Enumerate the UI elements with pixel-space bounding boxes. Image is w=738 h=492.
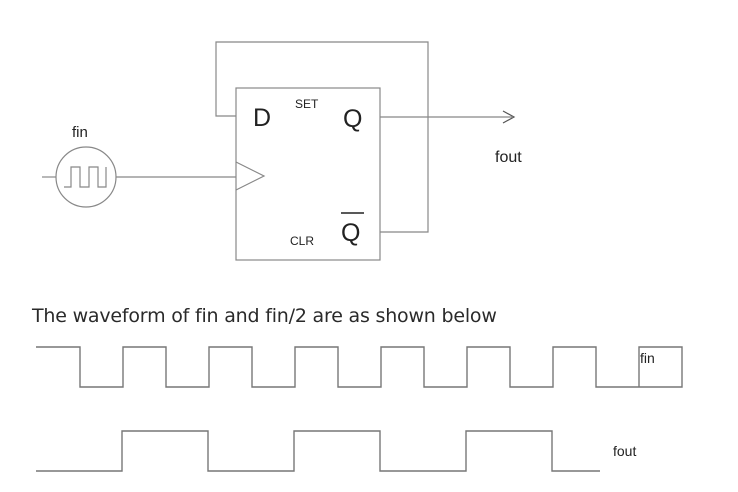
- flip-flop-box: [235, 87, 381, 261]
- fout-wave-label: fout: [613, 443, 636, 459]
- fin-wave-label: fin: [640, 350, 655, 366]
- clr-label: CLR: [290, 234, 314, 248]
- q-label: Q: [343, 105, 362, 133]
- waveform-fout: [36, 430, 600, 472]
- arrow-head-icon: [502, 110, 516, 124]
- waveform-fin: [36, 346, 683, 388]
- qbar-label: Q: [341, 219, 360, 247]
- clock-triangle: [235, 161, 266, 191]
- waveforms: [36, 346, 683, 472]
- feedback-wire: [215, 41, 429, 233]
- set-label: SET: [295, 97, 319, 111]
- fin-label: fin: [72, 124, 88, 141]
- square-wave-glyph-icon: [64, 166, 107, 188]
- d-label: D: [253, 104, 271, 132]
- fout-label: fout: [495, 149, 522, 166]
- waveform-caption: The waveform of fin and fin/2 are as sho…: [32, 305, 497, 327]
- clock-source-icon: [55, 146, 117, 208]
